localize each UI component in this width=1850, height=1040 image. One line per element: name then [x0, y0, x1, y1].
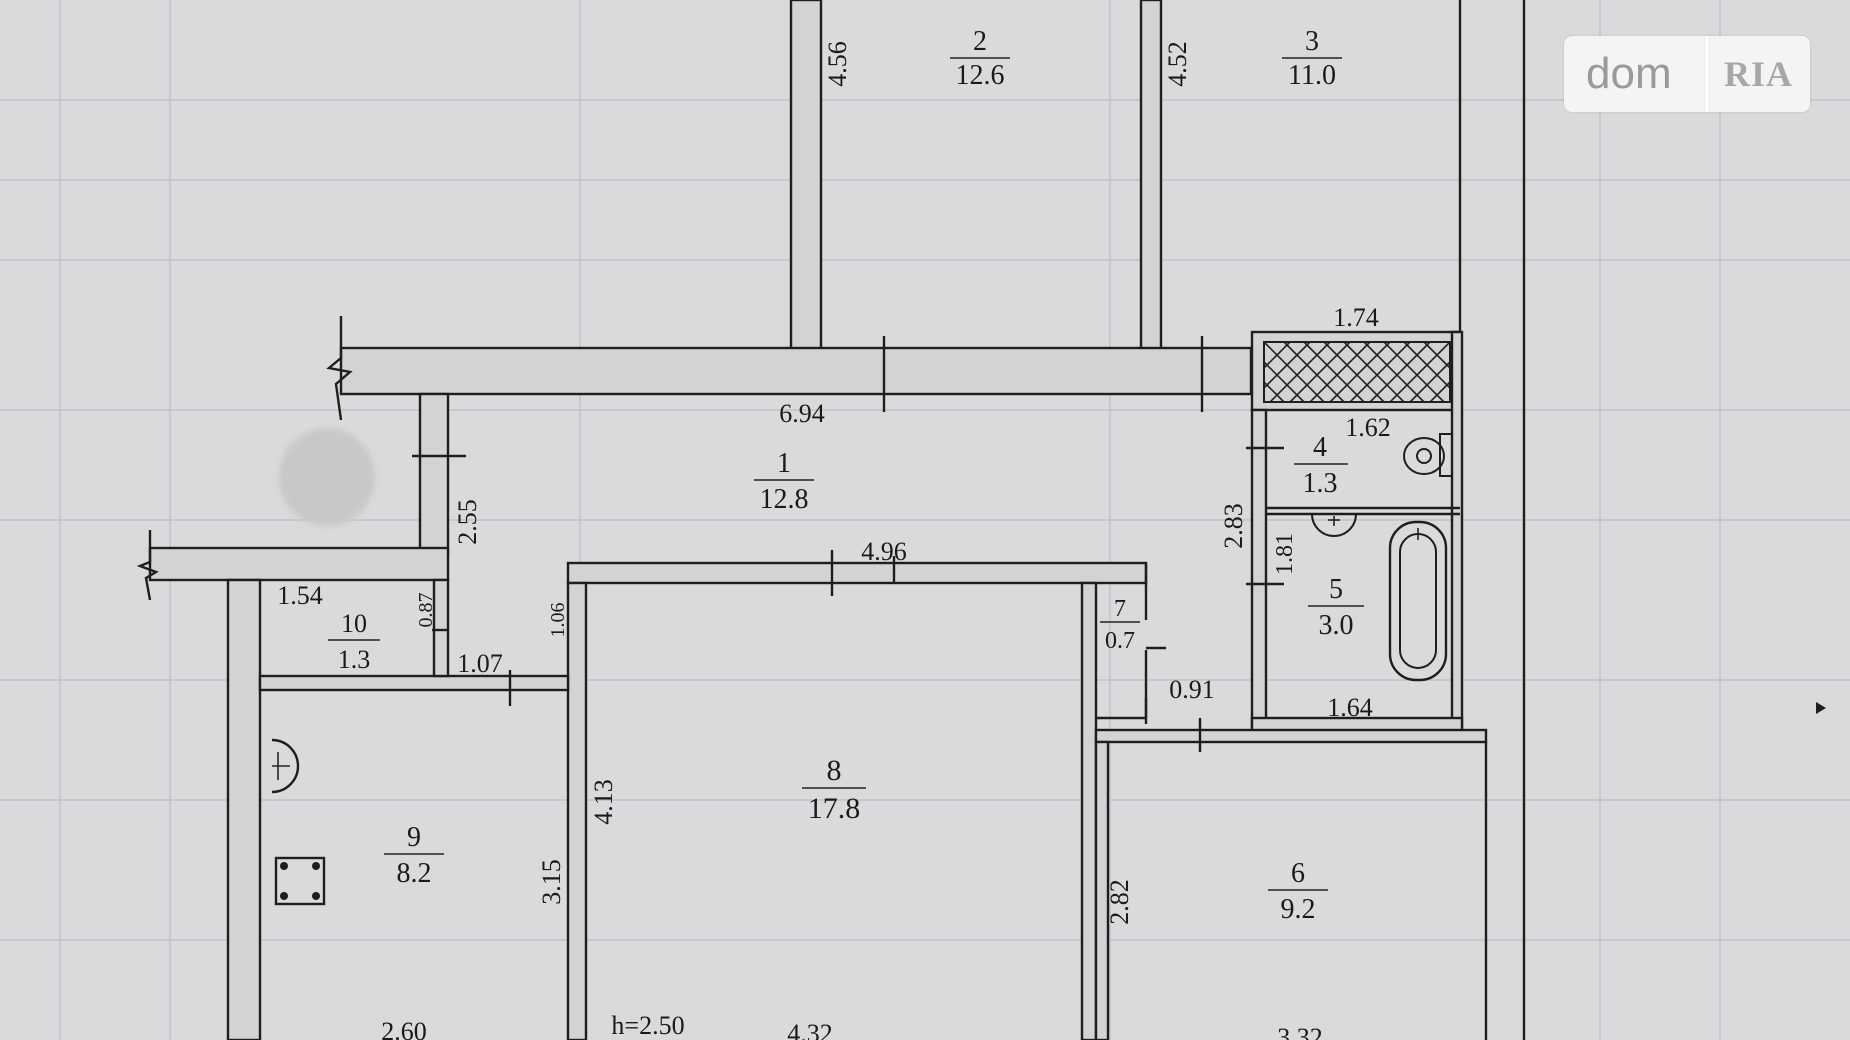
room-5-label: 5 3.0: [1308, 574, 1364, 641]
room-6-number: 6: [1291, 858, 1305, 889]
room-1-number: 1: [777, 448, 791, 479]
room-10-label: 10 1.3: [328, 609, 380, 674]
room-5-number: 5: [1329, 574, 1343, 605]
bathtub-icon: [1388, 520, 1448, 682]
room-9-label: 9 8.2: [384, 822, 444, 889]
room-6-area: 9.2: [1281, 894, 1316, 925]
dim-2-82: 2.82: [1105, 879, 1134, 925]
dim-4-96: 4.96: [861, 537, 907, 566]
dim-2-55: 2.55: [453, 499, 482, 545]
room-6-label: 6 9.2: [1268, 858, 1328, 925]
watermark-logo: dom RIA: [1564, 36, 1810, 112]
dim-0-91: 0.91: [1169, 675, 1215, 704]
watermark-separator: [1706, 36, 1708, 112]
room-10-area: 1.3: [338, 645, 371, 674]
dim-1-64: 1.64: [1327, 693, 1373, 722]
room-4-label: 4 1.3: [1294, 432, 1348, 499]
room-7-area: 0.7: [1105, 628, 1135, 654]
stove-icon: [274, 856, 326, 906]
kitchen-sink-icon: [271, 738, 300, 794]
room-9-area: 8.2: [397, 858, 432, 889]
room-9-number: 9: [407, 822, 421, 853]
room-labels: 2 12.6 3 11.0 1 12.8 4 1.3 5 3.0 7 0.7: [328, 26, 1364, 925]
dim-0-87: 0.87: [415, 593, 437, 628]
room-3-label: 3 11.0: [1282, 26, 1342, 91]
sink-icon: [1311, 513, 1357, 537]
dimension-labels: 4.56 4.52 1.74 6.94 1.62 2.55 2.83 1.81 …: [277, 41, 1391, 1040]
room-1-label: 1 12.8: [754, 448, 814, 515]
dim-1-74: 1.74: [1333, 303, 1379, 332]
room-1-area: 12.8: [760, 484, 809, 515]
dim-4-52: 4.52: [1163, 41, 1192, 87]
room-3-number: 3: [1305, 26, 1319, 57]
room-3-area: 11.0: [1288, 60, 1336, 91]
room-2-number: 2: [973, 26, 987, 57]
dim-4-13: 4.13: [589, 779, 618, 825]
room-2-label: 2 12.6: [950, 26, 1010, 91]
dim-1-06: 1.06: [547, 603, 569, 638]
dim-4-56: 4.56: [823, 41, 852, 87]
vent-hatch: [1263, 341, 1451, 403]
dim-1-07: 1.07: [457, 649, 503, 678]
room-7-number: 7: [1114, 596, 1126, 622]
room-2-area: 12.6: [956, 60, 1005, 91]
dim-3-32: 3.32: [1277, 1023, 1323, 1040]
room-8-label: 8 17.8: [802, 754, 866, 825]
dim-3-15: 3.15: [537, 859, 566, 905]
blur-spot: [279, 428, 375, 526]
dim-4-32: 4.32: [787, 1019, 833, 1040]
room-8-area: 17.8: [808, 792, 861, 825]
ceiling-height: h=2.50: [611, 1011, 684, 1040]
dim-2-60: 2.60: [381, 1017, 427, 1040]
dim-2-83: 2.83: [1219, 503, 1248, 549]
watermark-ria-text: RIA: [1724, 54, 1794, 94]
dim-6-94: 6.94: [779, 399, 825, 428]
dim-1-62: 1.62: [1345, 413, 1391, 442]
room-5-area: 3.0: [1319, 610, 1354, 641]
room-4-number: 4: [1313, 432, 1327, 463]
arrow-mark-icon: [1816, 702, 1826, 714]
room-4-area: 1.3: [1303, 468, 1338, 499]
dim-1-81: 1.81: [1272, 533, 1298, 575]
toilet-icon: [1403, 433, 1453, 477]
room-10-number: 10: [341, 609, 367, 638]
room-7-label: 7 0.7: [1100, 596, 1140, 654]
dim-1-54: 1.54: [277, 581, 323, 610]
watermark-dom-text: dom: [1586, 49, 1672, 98]
room-8-number: 8: [827, 754, 842, 787]
dimension-ticks: [412, 336, 1284, 752]
